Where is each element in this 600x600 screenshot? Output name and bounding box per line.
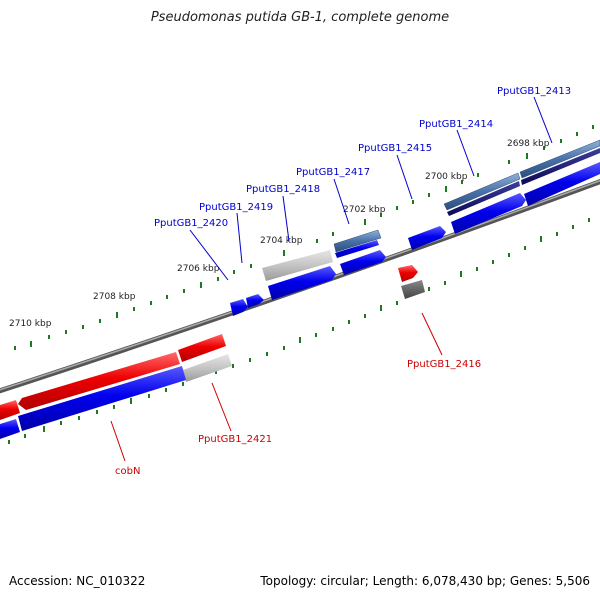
gene-arrow[interactable] [521, 148, 600, 185]
gene-arrow[interactable] [268, 266, 336, 300]
gene-arrow[interactable] [408, 226, 446, 250]
gene-arrow[interactable] [230, 299, 248, 316]
leader-lines [110, 96, 553, 462]
gene-arrow[interactable] [0, 419, 20, 439]
reverse-strand-features [0, 139, 600, 439]
gene-arrow[interactable] [333, 229, 382, 253]
gene-arrow[interactable] [262, 250, 333, 281]
gene-arrow[interactable] [401, 280, 425, 299]
gene-arrow[interactable] [183, 354, 232, 382]
scale-label: 2702 kbp [343, 205, 386, 215]
scale-label: 2700 kbp [425, 172, 468, 182]
gene-arrow[interactable] [519, 139, 600, 179]
outer-tick-ring [14, 125, 594, 350]
forward-strand-features [0, 265, 425, 420]
gene-arrow[interactable] [335, 240, 379, 258]
gene-arrow[interactable] [451, 193, 526, 234]
gene-arrow[interactable] [340, 250, 386, 275]
map-title: Pseudomonas putida GB-1, complete genome [150, 10, 450, 25]
gene-label[interactable]: PputGB1_2421 [198, 434, 272, 445]
gene-label[interactable]: PputGB1_2415 [358, 143, 432, 154]
gene-label[interactable]: PputGB1_2413 [497, 86, 571, 97]
gene-label[interactable]: PputGB1_2416 [407, 359, 481, 370]
scale-label: 2708 kbp [93, 292, 136, 302]
scale-label: 2698 kbp [507, 139, 550, 149]
gene-label[interactable]: PputGB1_2419 [199, 202, 273, 213]
inner-tick-ring [8, 218, 590, 444]
gene-arrow[interactable] [0, 400, 20, 420]
gene-arrow[interactable] [18, 352, 180, 410]
scale-label: 2706 kbp [177, 264, 220, 274]
scale-label: 2710 kbp [9, 319, 52, 329]
genome-summary-text: Topology: circular; Length: 6,078,430 bp… [260, 574, 590, 588]
gene-arrow[interactable] [443, 172, 521, 211]
scale-label: 2704 kbp [260, 236, 303, 246]
gene-label[interactable]: PputGB1_2420 [154, 218, 228, 229]
gene-arrow[interactable] [524, 162, 600, 206]
gene-label[interactable]: cobN [115, 466, 140, 477]
gene-label[interactable]: PputGB1_2417 [296, 167, 370, 178]
gene-arrow[interactable] [246, 294, 264, 308]
gene-arrow[interactable] [18, 366, 186, 431]
gene-arrow[interactable] [398, 265, 418, 282]
accession-text: Accession: NC_010322 [9, 574, 146, 588]
gene-label[interactable]: PputGB1_2418 [246, 184, 320, 195]
gene-arrow[interactable] [447, 181, 520, 216]
gene-label[interactable]: PputGB1_2414 [419, 119, 493, 130]
gene-arrow[interactable] [178, 334, 226, 362]
